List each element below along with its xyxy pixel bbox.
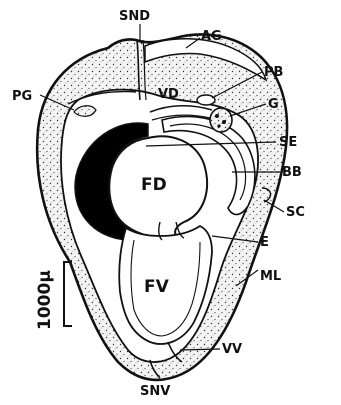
g-dot-3 — [217, 124, 220, 127]
label-pb: PB — [264, 65, 283, 80]
label-bb: BB — [282, 165, 302, 180]
label-pg: PG — [12, 89, 32, 104]
g-dot-1 — [215, 114, 219, 118]
scale-bar-label: 1000μ — [35, 270, 55, 330]
label-g: G — [268, 97, 279, 112]
label-snd: SND — [119, 9, 150, 24]
label-se: SE — [279, 135, 297, 150]
g-dot-2 — [222, 120, 226, 124]
label-vv: VV — [222, 342, 242, 357]
scale-bar — [64, 262, 72, 326]
label-fv: FV — [144, 277, 170, 297]
label-snv: SNV — [140, 384, 170, 399]
label-ml: ML — [260, 269, 281, 284]
label-ag: AG — [201, 29, 222, 44]
pb-body — [197, 95, 215, 105]
label-e: E — [260, 235, 269, 250]
label-sc: SC — [286, 205, 305, 220]
g-ganglion — [210, 108, 232, 132]
label-fd: FD — [141, 175, 167, 195]
label-vd: VD — [158, 87, 179, 102]
